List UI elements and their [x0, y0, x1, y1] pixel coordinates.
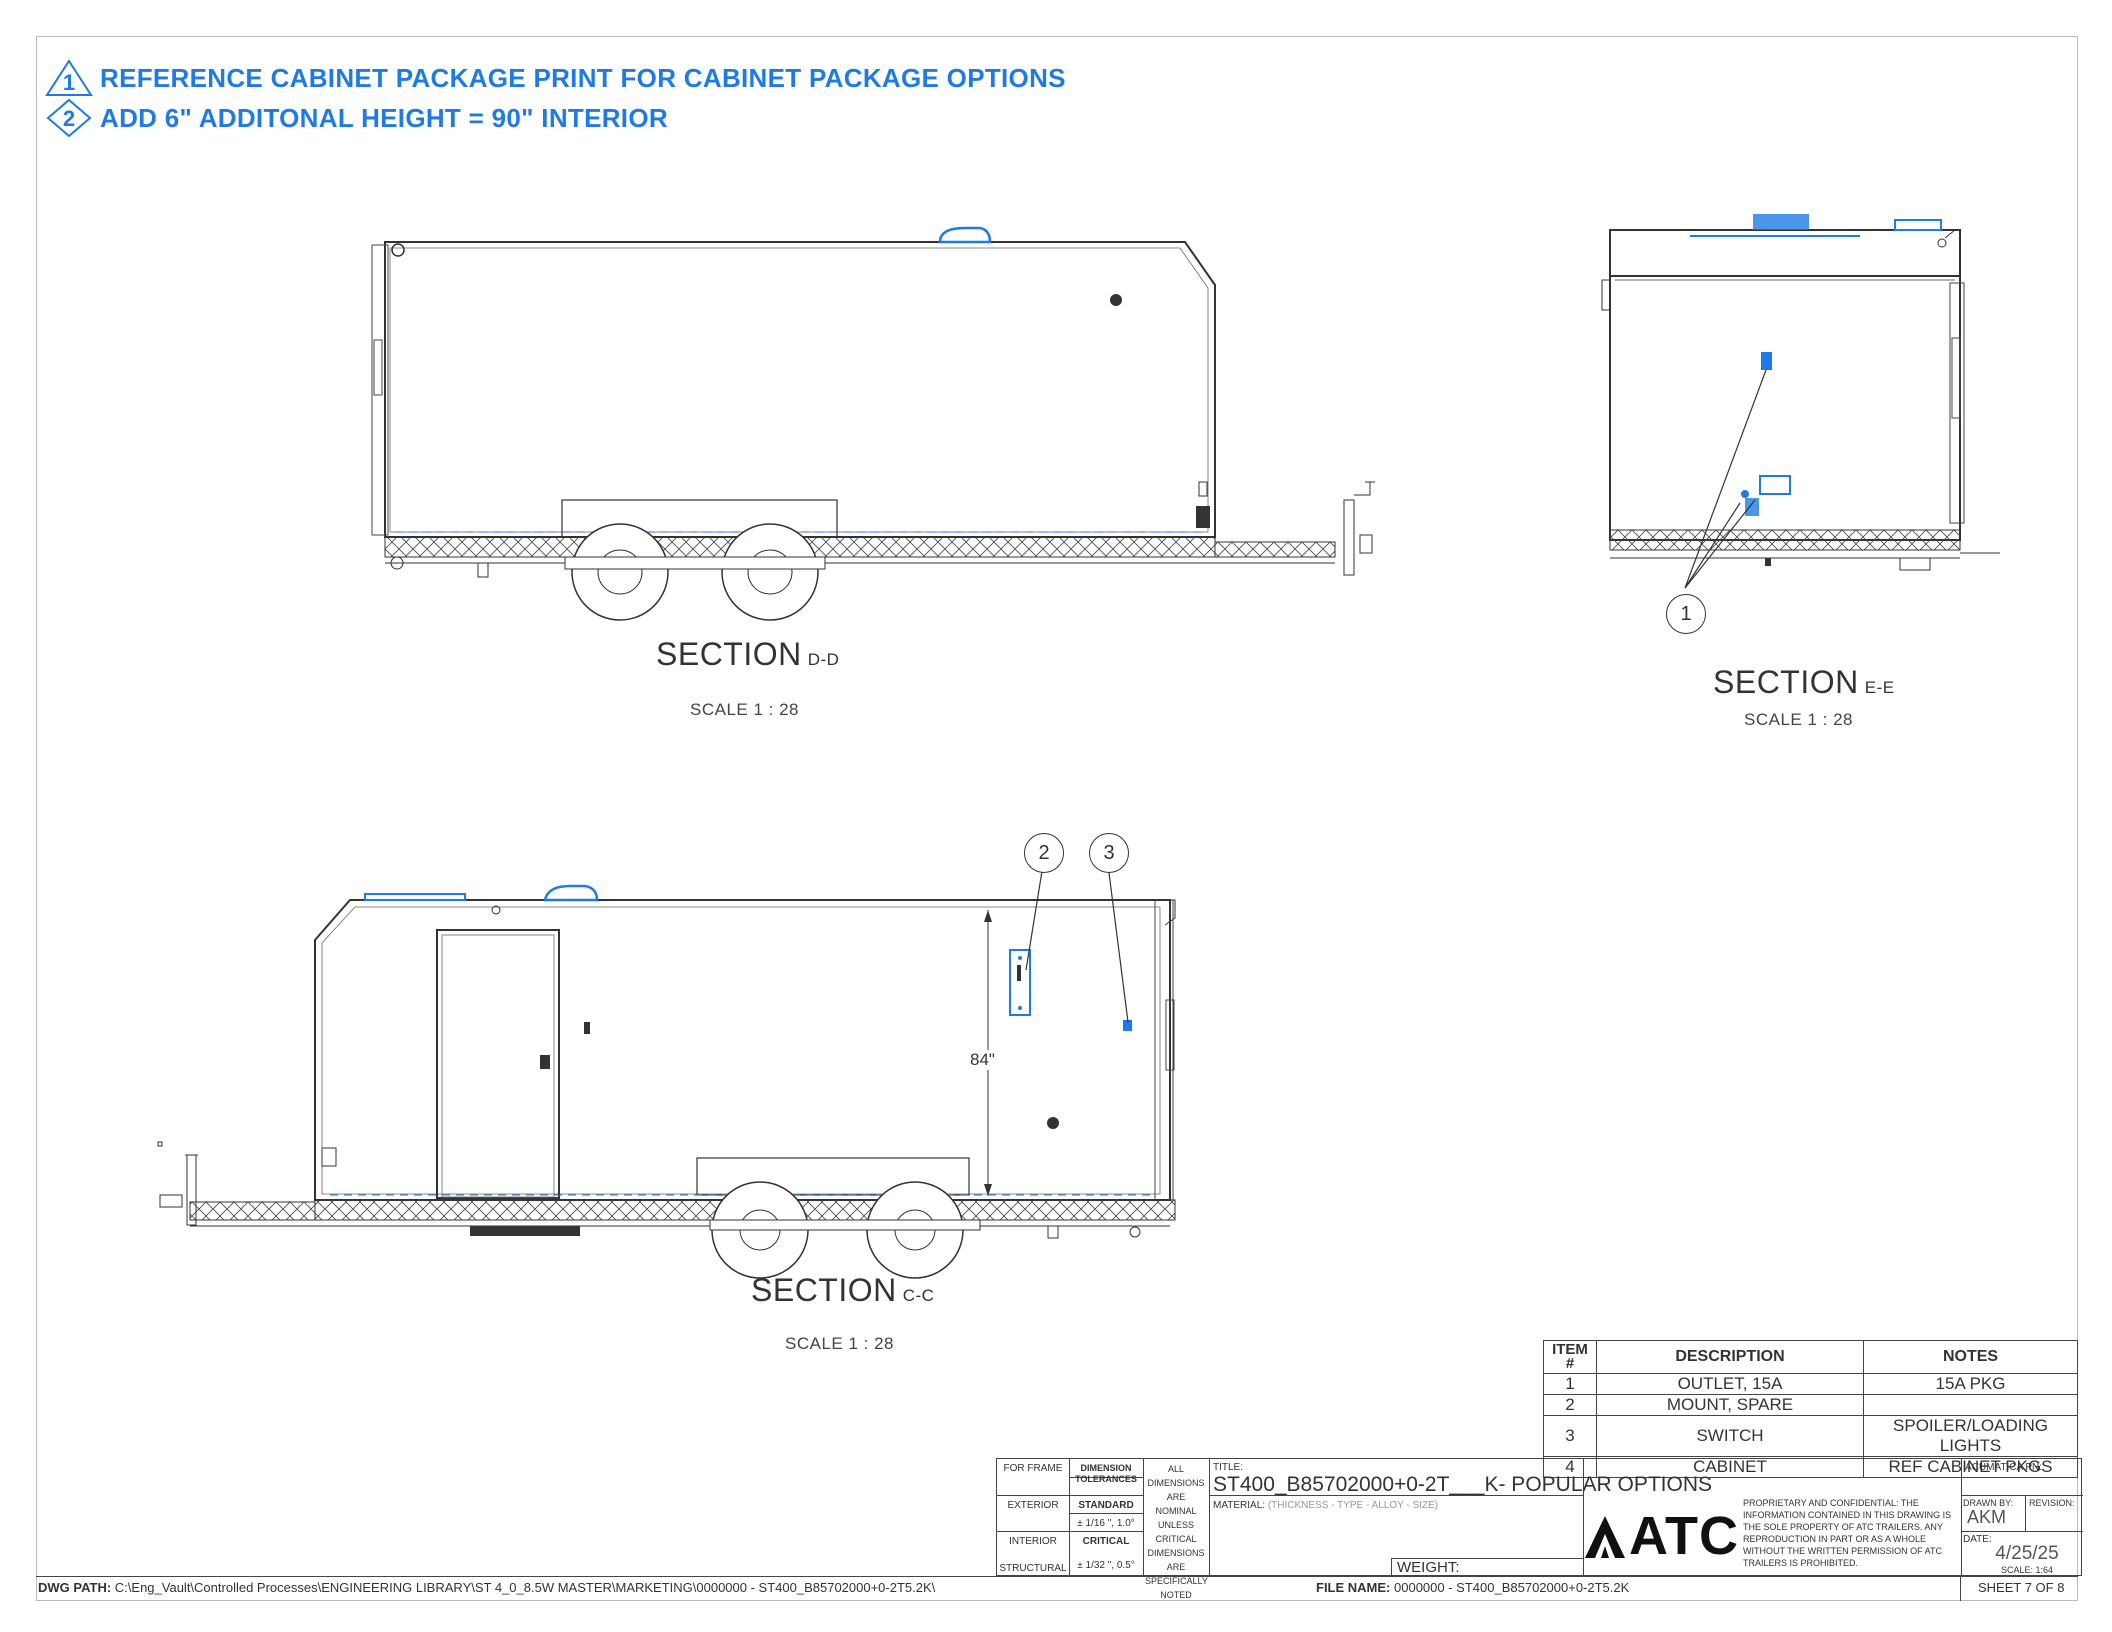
section-dd-title-text: SECTION — [656, 636, 802, 672]
file-name: FILE NAME: 0000000 - ST400_B85702000+0-2… — [1316, 1580, 1629, 1595]
tb-all-dims: ALL DIMENSIONS ARE NOMINAL UNLESS CRITIC… — [1145, 1464, 1208, 1600]
tb-standard-val: ± 1/16 ", 1.0° — [1077, 1518, 1135, 1529]
bom-item: 2 — [1543, 1394, 1597, 1416]
bom-header-item: ITEM # — [1543, 1340, 1597, 1374]
tb-material: MATERIAL: (THICKNESS - TYPE - ALLOY - SI… — [1213, 1499, 1438, 1512]
diamond-flag-icon: 2 — [46, 98, 92, 138]
section-dd-drawing — [371, 226, 1375, 621]
tb-revision-label: REVISION: — [2029, 1498, 2075, 1508]
section-cc-drawing — [157, 864, 1176, 1279]
title-block: FOR FRAME EXTERIOR INTERIOR STRUCTURAL D… — [996, 1458, 2083, 1600]
bom-notes: SPOILER/LOADING LIGHTS — [1863, 1415, 2078, 1457]
bom-description: OUTLET, 15A — [1596, 1373, 1864, 1395]
tb-date-label: DATE: — [1963, 1534, 1992, 1545]
section-cc-title-text: SECTION — [751, 1272, 897, 1308]
tb-proprietary: PROPRIETARY AND CONFIDENTIAL: THE INFORM… — [1743, 1498, 1952, 1568]
tb-critical: CRITICAL — [1082, 1536, 1130, 1547]
file-name-value: 0000000 - ST400_B85702000+0-2T5.2K — [1394, 1580, 1630, 1595]
bom-header-notes: NOTES — [1863, 1340, 2078, 1374]
note-2-number: 2 — [63, 106, 75, 131]
section-cc-title: SECTION C-C — [751, 1272, 934, 1309]
table-row: 3 SWITCH SPOILER/LOADING LIGHTS — [1543, 1415, 2078, 1457]
note-1: 1 REFERENCE CABINET PACKAGE PRINT FOR CA… — [44, 58, 1066, 98]
section-ee-title-text: SECTION — [1713, 664, 1859, 700]
section-ee-title: SECTION E-E — [1713, 664, 1895, 701]
note-2-text: ADD 6" ADDITONAL HEIGHT = 90" INTERIOR — [100, 102, 668, 133]
tb-scale: SCALE: 1:64 — [2000, 1565, 2054, 1575]
dimension-84: 84" — [968, 1050, 997, 1070]
atc-logo: ATC — [1581, 1505, 1739, 1567]
balloon-2: 2 — [1024, 833, 1064, 873]
table-row: 1 OUTLET, 15A 15A PKG — [1543, 1373, 2078, 1395]
sheet-number: SHEET 7 OF 8 — [1978, 1580, 2065, 1595]
tb-critical-val: ± 1/32 ", 0.5° — [1077, 1560, 1135, 1571]
tb-title-label: TITLE: — [1213, 1462, 1244, 1473]
file-name-label: FILE NAME: — [1316, 1580, 1391, 1595]
section-ee-scale: SCALE 1 : 28 — [1744, 710, 1854, 729]
balloon-1: 1 — [1666, 594, 1706, 634]
section-dd-title: SECTION D-D — [656, 636, 839, 673]
tb-material-value: (THICKNESS - TYPE - ALLOY - SIZE) — [1267, 1500, 1439, 1511]
section-cc-scale: SCALE 1 : 28 — [785, 1334, 895, 1353]
bom-item: 1 — [1543, 1373, 1597, 1395]
tb-material-label: MATERIAL: — [1213, 1500, 1266, 1511]
dwg-path-label: DWG PATH: — [38, 1580, 112, 1595]
section-dd-scale: SCALE 1 : 28 — [690, 700, 800, 719]
bom-notes: 15A PKG — [1863, 1373, 2078, 1395]
bom-description: SWITCH — [1596, 1415, 1864, 1457]
bom-description: CABINET — [1596, 1456, 1864, 1478]
bom-header-description: DESCRIPTION — [1596, 1340, 1864, 1374]
tb-interior: INTERIOR — [1009, 1536, 1057, 1547]
bom-notes — [1863, 1394, 2078, 1416]
tb-for-frame: FOR FRAME — [1003, 1463, 1063, 1474]
dwg-path-value: C:\Eng_Vault\Controlled Processes\ENGINE… — [114, 1580, 936, 1595]
drawing-border — [36, 36, 2078, 1601]
atc-logo-text: ATC — [1629, 1506, 1739, 1566]
bom-item: 3 — [1543, 1415, 1597, 1457]
note-2: 2 ADD 6" ADDITONAL HEIGHT = 90" INTERIOR — [44, 98, 668, 138]
section-ee-drawing — [1601, 214, 2000, 589]
note-1-number: 1 — [63, 70, 75, 95]
tb-drawn-by: AKM — [1967, 1507, 2007, 1527]
tb-date: 4/25/25 — [1995, 1543, 2059, 1564]
tb-structural: STRUCTURAL — [999, 1563, 1067, 1574]
triangle-flag-icon: 1 — [45, 59, 93, 96]
tb-acumatica: ACUMATICA PN: — [1965, 1462, 2043, 1473]
tb-title: ST400_B85702000+0-2T___K- POPULAR OPTION… — [1213, 1473, 1713, 1496]
note-1-text: REFERENCE CABINET PACKAGE PRINT FOR CABI… — [100, 62, 1066, 93]
section-dd-sub: D-D — [807, 650, 840, 669]
balloon-3: 3 — [1089, 833, 1129, 873]
tb-dim-tol: DIMENSION TOLERANCES — [1075, 1463, 1137, 1484]
tb-weight: WEIGHT: — [1397, 1559, 1460, 1576]
tb-drawn-by-label: DRAWN BY: — [1963, 1498, 2014, 1508]
bom-table: ITEM # DESCRIPTION NOTES 1 OUTLET, 15A 1… — [1543, 1340, 2078, 1478]
bom-description: MOUNT, SPARE — [1596, 1394, 1864, 1416]
dwg-path: DWG PATH: C:\Eng_Vault\Controlled Proces… — [38, 1580, 935, 1595]
item-3-tag-ee — [1755, 352, 1765, 366]
tb-exterior: EXTERIOR — [1007, 1500, 1059, 1511]
bom-header-row: ITEM # DESCRIPTION NOTES — [1543, 1340, 2078, 1374]
table-row: 2 MOUNT, SPARE — [1543, 1394, 2078, 1416]
section-cc-sub: C-C — [902, 1286, 935, 1305]
section-ee-sub: E-E — [1864, 678, 1895, 697]
bom-notes: REF CABINET PKGS — [1863, 1456, 2078, 1478]
atc-logo-icon — [1585, 1516, 1625, 1558]
tb-standard: STANDARD — [1078, 1500, 1134, 1511]
